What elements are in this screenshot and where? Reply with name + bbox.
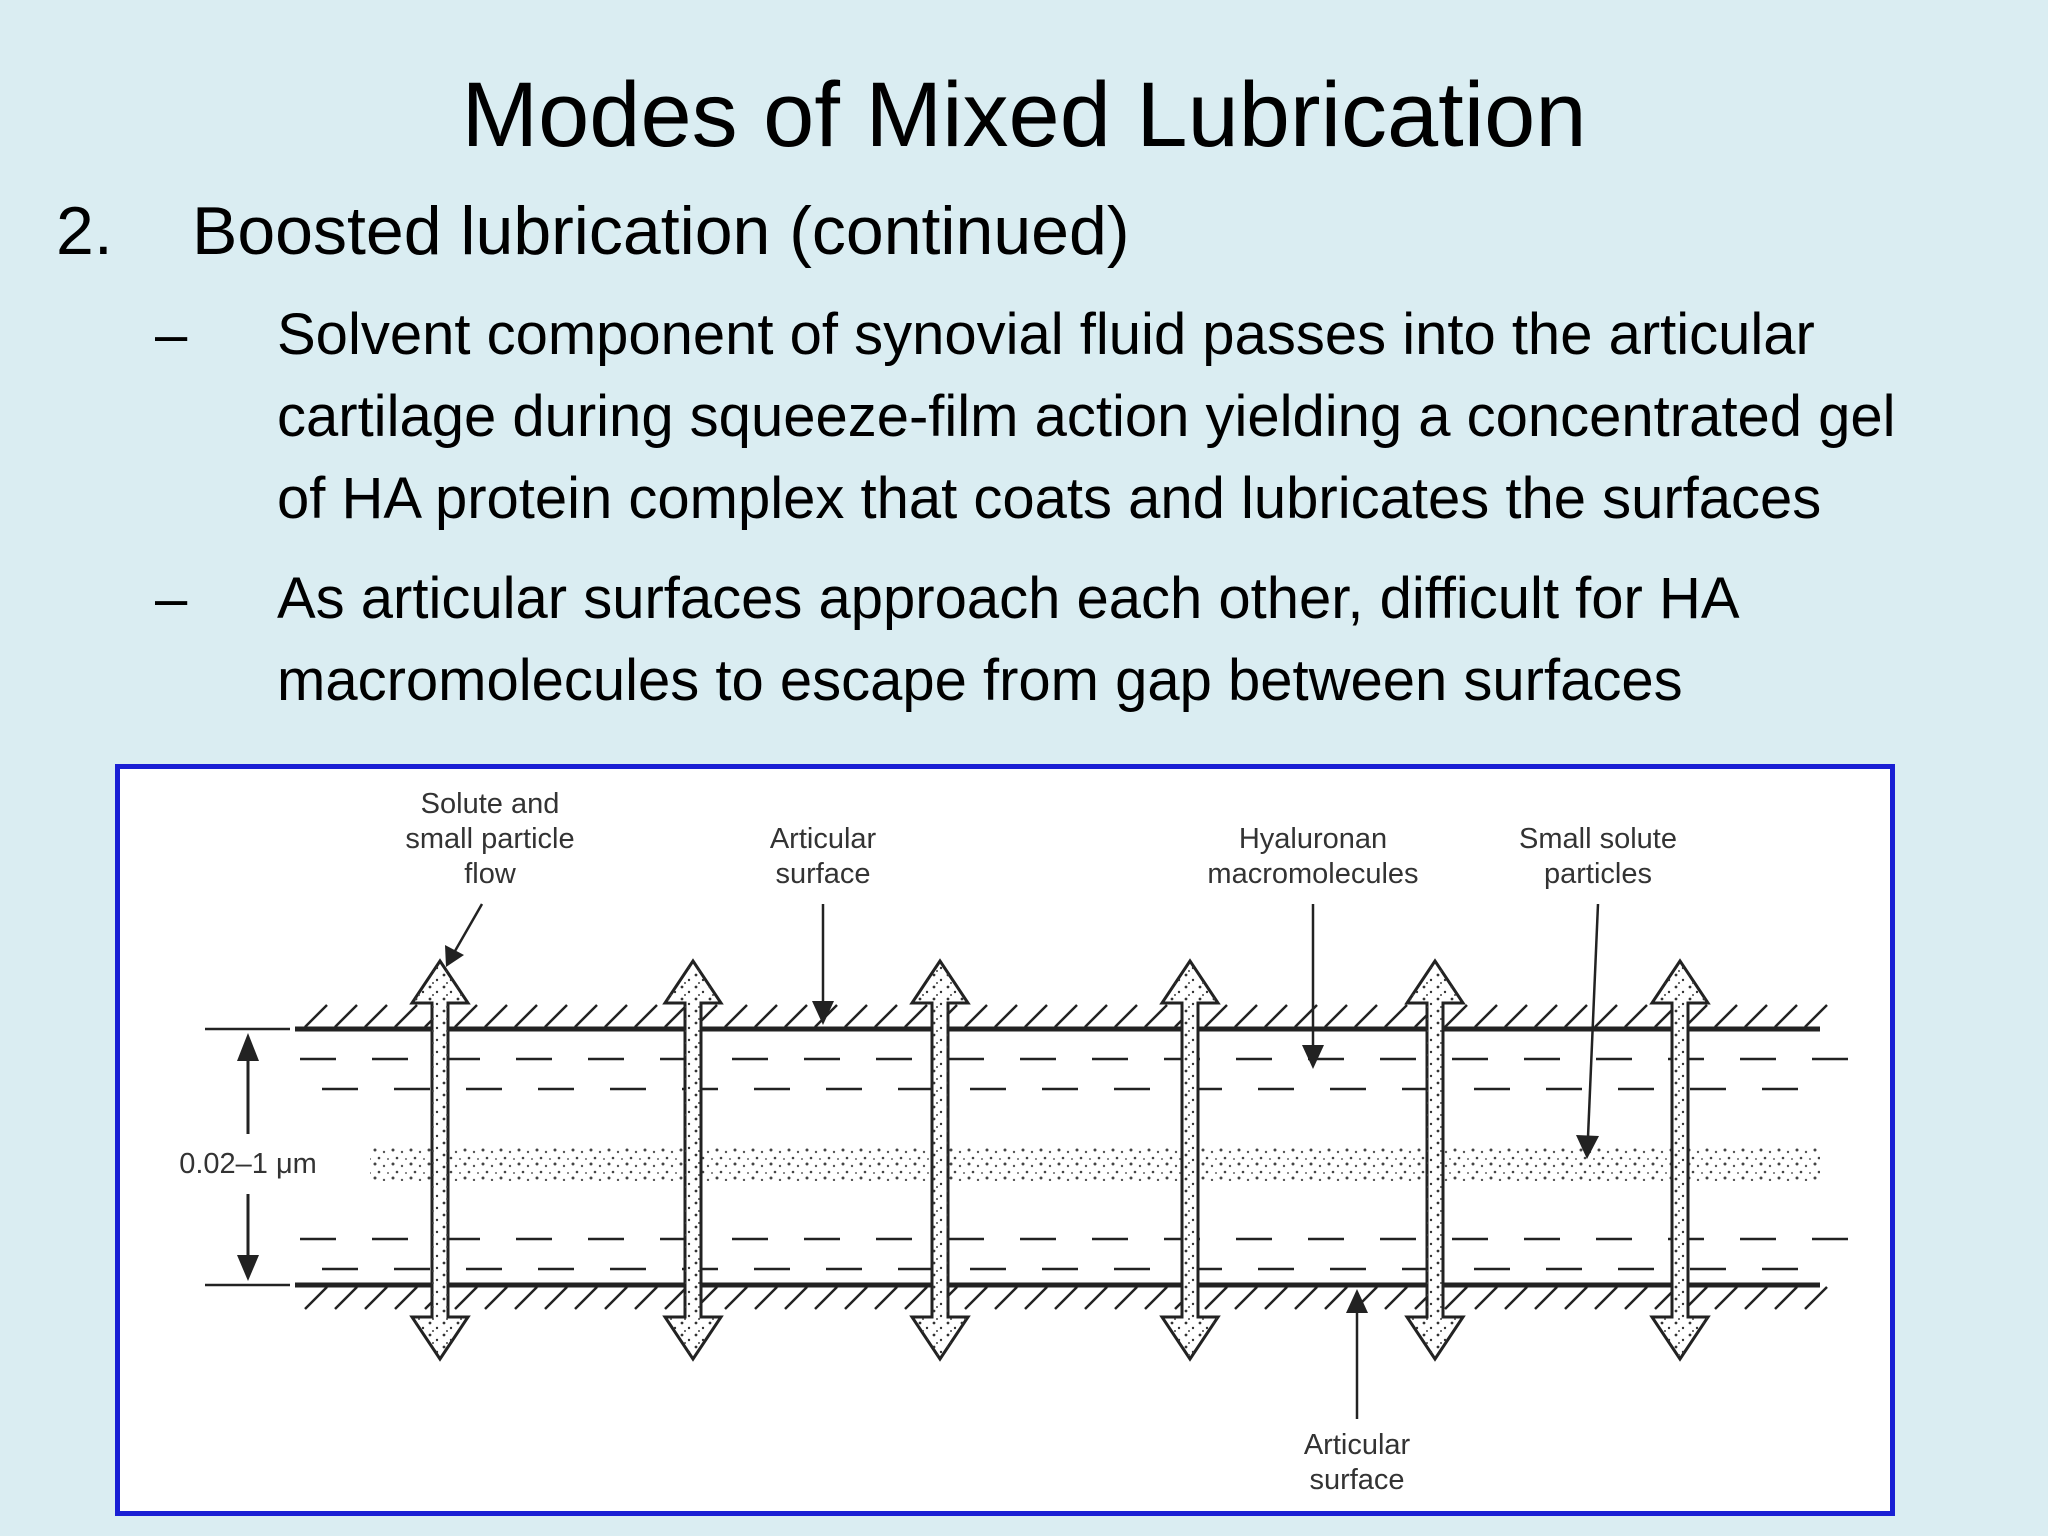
- bullet-line: of HA protein complex that coats and lub…: [277, 466, 1822, 531]
- svg-text:Small solute: Small solute: [1519, 823, 1677, 855]
- double-flow-arrow: [409, 958, 471, 1362]
- label-hyaluronan: Hyaluronan macromolecules: [1207, 823, 1419, 1069]
- bullet-line: macromolecules to escape from gap betwee…: [277, 648, 1683, 713]
- svg-text:small particle: small particle: [405, 823, 574, 855]
- label-articular-surface-bottom: Articular surface: [1304, 1289, 1411, 1496]
- label-small-solute: Small solute particles: [1519, 823, 1677, 1159]
- gap-dimension-label: 0.02–1 μm: [179, 1148, 317, 1180]
- bullet-dash: –: [155, 302, 188, 367]
- double-flow-arrow: [1404, 958, 1466, 1362]
- svg-text:Hyaluronan: Hyaluronan: [1239, 823, 1387, 855]
- svg-text:macromolecules: macromolecules: [1207, 858, 1418, 890]
- label-articular-surface-top: Articular surface: [770, 823, 877, 1025]
- hyaluronan-layers: [300, 1057, 1848, 1271]
- svg-text:surface: surface: [1309, 1464, 1404, 1496]
- svg-text:Articular: Articular: [1304, 1429, 1411, 1461]
- svg-text:particles: particles: [1544, 858, 1652, 890]
- bullet-line: cartilage during squeeze-film action yie…: [277, 384, 1896, 449]
- heading-text: Boosted lubrication (continued): [192, 193, 1130, 269]
- svg-text:Articular: Articular: [770, 823, 877, 855]
- flow-arrows: [409, 958, 1711, 1362]
- heading-number: 2.: [56, 193, 113, 269]
- bullet-dash: –: [155, 566, 188, 631]
- bullet-line: As articular surfaces approach each othe…: [277, 566, 1740, 631]
- bullet-line: Solvent component of synovial fluid pass…: [277, 302, 1815, 367]
- slide-title: Modes of Mixed Lubrication: [461, 64, 1587, 166]
- top-surface-hatching: [304, 1004, 1828, 1028]
- double-flow-arrow: [1649, 958, 1711, 1362]
- double-flow-arrow: [662, 958, 724, 1362]
- bottom-surface-hatching: [304, 1286, 1828, 1310]
- label-solute-flow: Solute and small particle flow: [405, 788, 575, 967]
- double-flow-arrow: [1159, 958, 1221, 1362]
- double-flow-arrow: [909, 958, 971, 1362]
- svg-text:Solute and: Solute and: [421, 788, 560, 820]
- svg-text:surface: surface: [775, 858, 870, 890]
- diagram-canvas: 0.02–1 μm Solute and small particle flow…: [179, 788, 1848, 1496]
- lubrication-diagram: 0.02–1 μm Solute and small particle flow…: [115, 764, 1895, 1516]
- svg-text:flow: flow: [464, 858, 517, 890]
- concentrated-gel-band: [370, 1147, 1820, 1181]
- gap-dimension-marker: [205, 1027, 290, 1287]
